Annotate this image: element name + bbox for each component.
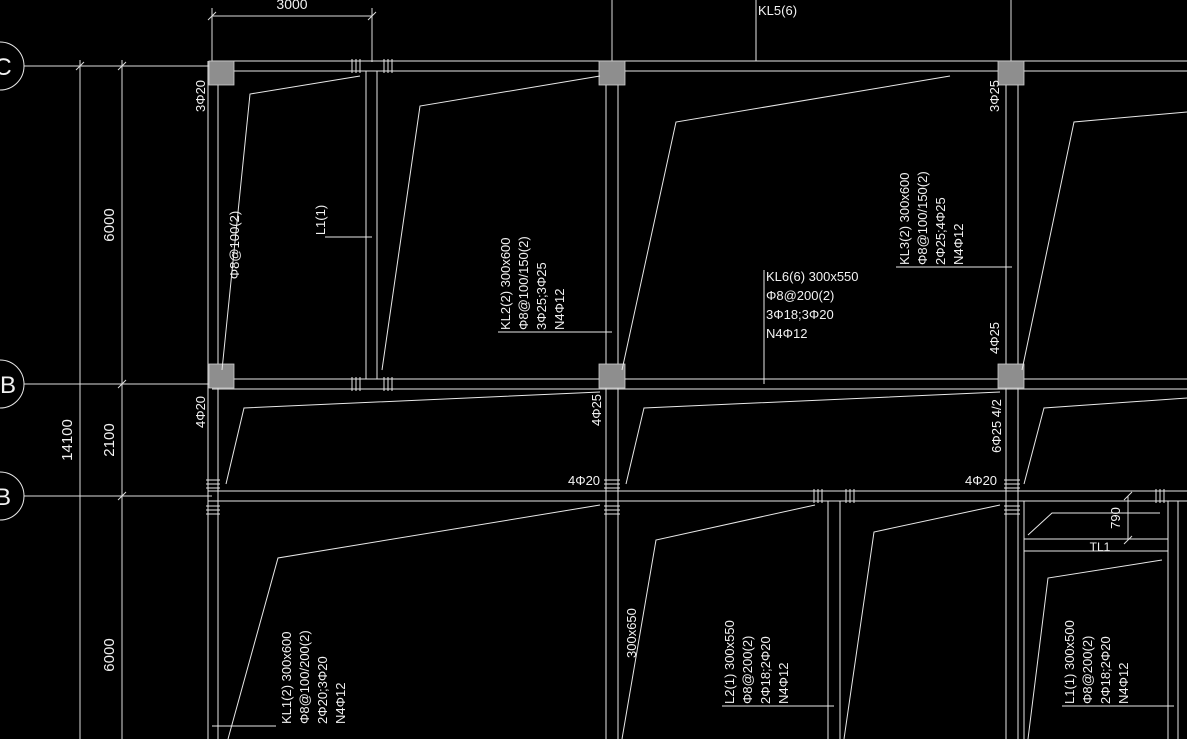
svg-text:3Φ18;3Φ20: 3Φ18;3Φ20 [766, 307, 834, 322]
svg-text:2Φ18;2Φ20: 2Φ18;2Φ20 [1098, 636, 1113, 704]
rebar-4phi25-right: 4Φ25 [987, 322, 1002, 354]
beam-labels: KL5(6) L1(1) KL2(2) 300x600 Φ8@100/150(2… [279, 3, 1131, 724]
svg-text:2Φ18;2Φ20: 2Φ18;2Φ20 [758, 636, 773, 704]
rebar-3phi20-top-left: 3Φ20 [193, 80, 208, 112]
rebar-4phi20-mid-left: 4Φ20 [193, 396, 208, 428]
rebar-phi8-100: Φ8@100(2) [227, 211, 242, 279]
svg-text:KL1(2) 300x600: KL1(2) 300x600 [279, 631, 294, 724]
svg-text:L2(1) 300x550: L2(1) 300x550 [722, 620, 737, 704]
svg-text:N4Φ12: N4Φ12 [552, 289, 567, 330]
dim-2100: 2100 [101, 423, 118, 456]
support-marks [206, 59, 1165, 515]
grid-bubbles: C B B [0, 41, 25, 521]
svg-text:Φ8@100/150(2): Φ8@100/150(2) [915, 171, 930, 265]
dim-6000-bottom: 6000 [101, 638, 118, 671]
column-b1 [208, 363, 235, 389]
rebar-4phi25-mid-center: 4Φ25 [589, 394, 604, 426]
svg-text:2Φ20;3Φ20: 2Φ20;3Φ20 [315, 656, 330, 724]
svg-text:N4Φ12: N4Φ12 [951, 224, 966, 265]
span-lines [221, 75, 1187, 739]
label-kl6: KL6(6) 300x550 Φ8@200(2) 3Φ18;3Φ20 N4Φ12 [766, 269, 859, 341]
dim-790: 790 [1108, 507, 1123, 529]
label-kl1: KL1(2) 300x600 Φ8@100/200(2) 2Φ20;3Φ20 N… [279, 630, 348, 724]
rebar-3phi25-right: 3Φ25 [987, 80, 1002, 112]
leaders [212, 0, 1174, 727]
horizontal-beams [208, 60, 1187, 552]
column-c2 [598, 60, 626, 86]
dim-14100: 14100 [59, 419, 76, 461]
column-b2 [598, 363, 626, 389]
dim-6000-top: 6000 [101, 208, 118, 241]
vertical-beams [207, 61, 1179, 739]
column-c1 [208, 60, 235, 86]
svg-text:N4Φ12: N4Φ12 [766, 326, 807, 341]
svg-text:3Φ25;3Φ25: 3Φ25;3Φ25 [534, 262, 549, 330]
column-b3 [997, 363, 1025, 389]
svg-text:L1(1) 300x500: L1(1) 300x500 [1062, 620, 1077, 704]
rebar-4phi20-bottom-b: 4Φ20 [965, 473, 997, 488]
grid-lines [24, 0, 1012, 497]
svg-text:KL2(2) 300x600: KL2(2) 300x600 [498, 237, 513, 330]
svg-text:Φ8@100/200(2): Φ8@100/200(2) [297, 630, 312, 724]
svg-text:Φ8@200(2): Φ8@200(2) [740, 636, 755, 704]
svg-text:N4Φ12: N4Φ12 [1116, 663, 1131, 704]
svg-text:KL3(2) 300x600: KL3(2) 300x600 [897, 172, 912, 265]
svg-text:2Φ25;4Φ25: 2Φ25;4Φ25 [933, 197, 948, 265]
label-kl5: KL5(6) [758, 3, 797, 18]
svg-text:N4Φ12: N4Φ12 [333, 683, 348, 724]
label-kl2: KL2(2) 300x600 Φ8@100/150(2) 3Φ25;3Φ25 N… [498, 236, 567, 330]
grid-label-b2: B [0, 484, 11, 511]
dim-top-span: 3000 [276, 0, 307, 12]
svg-text:Φ8@200(2): Φ8@200(2) [1080, 636, 1095, 704]
dimensions: 3000 6000 2100 14100 6000 [59, 0, 377, 739]
svg-text:N4Φ12: N4Φ12 [776, 663, 791, 704]
label-l1-upper: L1(1) [313, 205, 328, 235]
label-tl1: TL1 [1090, 540, 1111, 554]
svg-text:Φ8@200(2): Φ8@200(2) [766, 288, 834, 303]
label-l2: L2(1) 300x550 Φ8@200(2) 2Φ18;2Φ20 N4Φ12 [722, 620, 791, 704]
rebar-6phi25-mid-right: 6Φ25 4/2 [989, 399, 1004, 453]
svg-text:Φ8@100/150(2): Φ8@100/150(2) [516, 236, 531, 330]
svg-text:KL6(6) 300x550: KL6(6) 300x550 [766, 269, 859, 284]
grid-label-c: C [0, 54, 12, 81]
column-c3 [997, 60, 1025, 86]
rebar-4phi20-bottom-a: 4Φ20 [568, 473, 600, 488]
columns [208, 60, 1025, 389]
label-300x650: 300x650 [624, 608, 639, 658]
rebar-labels: 3Φ20 Φ8@100(2) 3Φ25 4Φ25 4Φ20 4Φ25 6Φ25 … [193, 80, 1004, 488]
label-kl3: KL3(2) 300x600 Φ8@100/150(2) 2Φ25;4Φ25 N… [897, 171, 966, 265]
grid-label-b1: B [0, 372, 16, 399]
label-l1-lower: L1(1) 300x500 Φ8@200(2) 2Φ18;2Φ20 N4Φ12 [1062, 620, 1131, 704]
